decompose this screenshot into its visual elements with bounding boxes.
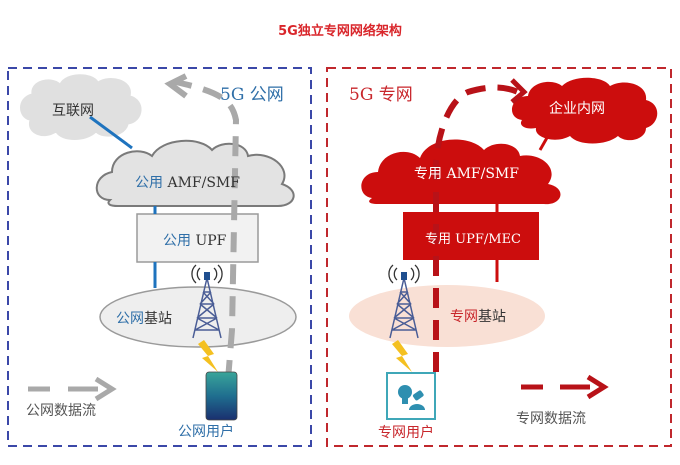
public-core-label: 公用 AMF/SMF [135,172,240,192]
public-bs-suffix: 基站 [144,311,172,327]
public-bs-label: 公网基站 [116,308,172,328]
private-core-cloud [361,139,561,205]
public-network-label: 5G 公网 [220,85,284,105]
public-upf-name: UPF [195,233,227,249]
public-upf-prefix: 公用 [163,233,191,249]
enterprise-link [538,135,550,151]
private-tower-icon [388,264,420,339]
private-core-label: 专用 AMF/SMF [414,163,519,183]
private-bs-ellipse [349,285,545,347]
private-core-name: AMF/SMF [446,166,519,182]
private-upf-label: 专用 UPF/MEC [425,228,521,247]
public-legend-arrowhead [94,376,117,402]
private-upf-name: UPF/MEC [455,232,522,247]
private-user-device-box [386,372,436,420]
private-network-label: 5G 专网 [349,85,413,105]
private-upf-box [403,212,539,260]
iot-devices-icon [398,385,425,410]
private-flow-arrowhead [510,78,528,104]
public-signal-bolt-icon [198,340,218,372]
private-upf-prefix: 专用 [425,232,452,247]
private-data-flow [432,84,520,372]
public-network-boundary [7,67,312,447]
private-network-boundary [326,67,672,447]
private-legend-label: 专网数据流 [516,411,586,427]
internet-label: 互联网 [52,103,94,119]
public-data-flow [175,79,240,381]
private-bs-suffix: 基站 [478,309,506,325]
private-user-label: 专网用户 [378,425,434,441]
internet-cloud [20,74,142,140]
public-upf-label: 公用 UPF [163,230,226,250]
public-bs-prefix: 公网 [116,311,144,327]
public-tower-icon [191,264,223,339]
private-legend-arrowhead [586,374,609,400]
public-upf-box [136,213,259,263]
public-legend-label: 公网数据流 [26,403,96,419]
public-flow-arrowhead [164,73,188,99]
public-user-label: 公网用户 [178,424,234,440]
diagram-title: 5G独立专网网络架构 [278,24,402,39]
public-core-name: AMF/SMF [167,175,240,191]
enterprise-cloud [511,77,658,144]
private-core-prefix: 专用 [414,166,442,182]
private-bs-prefix: 专网 [450,309,478,325]
internet-link [89,115,133,150]
private-signal-bolt-icon [392,340,412,372]
public-core-prefix: 公用 [135,175,163,191]
public-user-phone-icon [205,371,238,421]
enterprise-label: 企业内网 [549,101,605,117]
private-bs-label: 专网基站 [450,306,506,326]
